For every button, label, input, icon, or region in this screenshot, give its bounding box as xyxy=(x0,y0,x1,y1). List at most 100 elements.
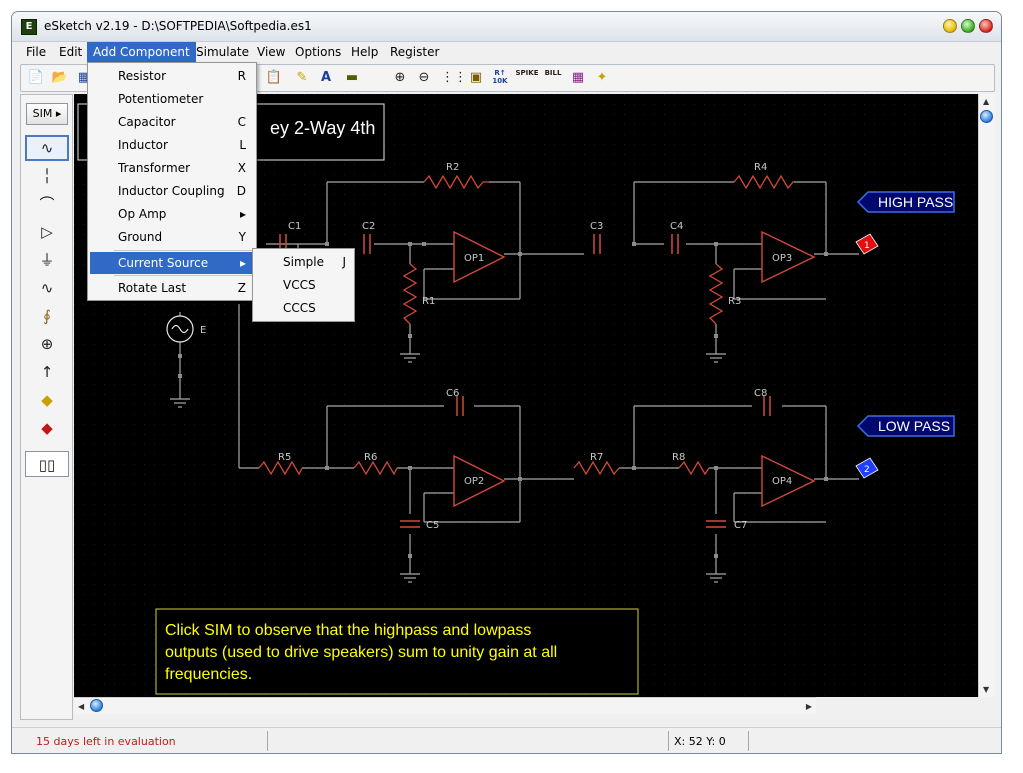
menu-item-label: Resistor xyxy=(118,69,166,83)
spike-icon[interactable]: SPIKE xyxy=(515,69,539,77)
label-r5: R5 xyxy=(278,452,291,463)
wand-icon[interactable]: ✦ xyxy=(596,70,608,85)
title-bar: E eSketch v2.19 - D:\SOFTPEDIA\Softpedia… xyxy=(12,12,1001,42)
eraser-icon[interactable]: ✎ xyxy=(296,70,308,85)
info-note-line1: Click SIM to observe that the highpass a… xyxy=(165,622,531,639)
current-source-tool-icon[interactable]: ⊕ xyxy=(40,335,54,353)
horizontal-scrollbar[interactable]: ◀ ▶ xyxy=(74,697,816,714)
menu-item-shortcut: Z xyxy=(237,281,246,295)
low-pass-tag xyxy=(856,415,955,437)
close-button[interactable] xyxy=(979,19,993,33)
resistor-tool-icon[interactable]: ∿ xyxy=(25,135,69,161)
high-pass-tag xyxy=(856,191,955,213)
info-note-line2: outputs (used to drive speakers) sum to … xyxy=(165,644,557,661)
inductor-tool-icon[interactable]: ⌒ xyxy=(39,195,55,213)
submenu-item-label: Simple xyxy=(283,255,324,269)
component-palette: SIM ▸ ∿ ╎ ⌒ ▷ ⏚ ∿ ∮ ⊕ ↑ ◆ ◆ ▯▯ xyxy=(20,94,73,720)
component-icon[interactable]: ▣ xyxy=(469,70,483,85)
menu-item-label: Inductor Coupling xyxy=(118,184,225,198)
submenu-arrow-icon: ▸ xyxy=(239,207,246,221)
potentiometer-tool-icon[interactable]: ∿ xyxy=(40,279,54,297)
opamp-tool-icon[interactable]: ▷ xyxy=(41,223,53,241)
label-r8: R8 xyxy=(672,452,685,463)
vertical-scroll-thumb[interactable] xyxy=(980,110,993,123)
submenu-item-cccs[interactable]: CCCS xyxy=(255,297,352,319)
info-note-line3: frequencies. xyxy=(165,666,252,683)
maximize-button[interactable] xyxy=(961,19,975,33)
menu-item-label: Op Amp xyxy=(118,207,167,221)
horizontal-scroll-thumb[interactable] xyxy=(90,699,103,712)
menu-view[interactable]: View xyxy=(257,45,286,59)
zoom-in-icon[interactable]: ⊕ xyxy=(394,70,406,85)
resistor-r2 xyxy=(423,174,489,190)
menu-edit[interactable]: Edit xyxy=(59,45,83,59)
note-icon[interactable]: ▬ xyxy=(345,70,359,85)
menu-item-op-amp[interactable]: Op Amp ▸ xyxy=(90,203,254,225)
low-pass-label: LOW PASS xyxy=(878,418,950,434)
book-icon[interactable]: ▦ xyxy=(571,70,585,85)
label-c1: C1 xyxy=(288,221,301,232)
label-e: E xyxy=(200,325,206,336)
label-r7: R7 xyxy=(590,452,603,463)
menu-register[interactable]: Register xyxy=(390,45,440,59)
menu-item-label: Rotate Last xyxy=(118,281,187,295)
grid-icon[interactable]: ⋮⋮ xyxy=(441,70,467,85)
app-window: E eSketch v2.19 - D:\SOFTPEDIA\Softpedia… xyxy=(11,11,1002,754)
bill-icon[interactable]: BILL xyxy=(544,69,562,77)
minimize-button[interactable] xyxy=(943,19,957,33)
rtok-icon[interactable]: R↑ 10K xyxy=(492,69,508,85)
transformer-tool-icon[interactable]: ∮ xyxy=(43,307,51,325)
probe-tool-icon[interactable]: ◆ xyxy=(41,391,53,409)
paste-icon[interactable]: 📋 xyxy=(265,70,283,85)
label-op3: OP3 xyxy=(772,253,792,264)
voltage-source-tool-icon[interactable]: ↑ xyxy=(40,363,54,381)
menu-add-component[interactable]: Add Component xyxy=(87,42,196,62)
menu-separator xyxy=(114,250,252,251)
switch-tool-icon[interactable]: ◆ xyxy=(41,419,53,437)
label-op1: OP1 xyxy=(464,253,484,264)
menu-help[interactable]: Help xyxy=(351,45,379,59)
label-c5: C5 xyxy=(426,520,439,531)
label-r1: R1 xyxy=(422,296,435,307)
text-label-icon[interactable]: A xyxy=(320,70,332,85)
capacitor-tool-icon[interactable]: ╎ xyxy=(42,167,52,185)
menu-item-potentiometer[interactable]: Potentiometer xyxy=(90,88,254,110)
menu-options[interactable]: Options xyxy=(295,45,342,59)
submenu-item-vccs[interactable]: VCCS xyxy=(255,274,352,296)
vertical-scrollbar[interactable]: ▲ ▼ xyxy=(978,94,995,697)
scroll-right-arrow-icon[interactable]: ▶ xyxy=(805,702,812,711)
menu-item-shortcut: C xyxy=(237,115,246,129)
sim-button[interactable]: SIM ▸ xyxy=(26,103,68,125)
opamp-op2 xyxy=(453,454,506,508)
label-r3: R3 xyxy=(728,296,741,307)
menu-simulate[interactable]: Simulate xyxy=(196,45,250,59)
scroll-left-arrow-icon[interactable]: ◀ xyxy=(78,702,85,711)
status-divider xyxy=(748,731,749,751)
app-icon: E xyxy=(21,19,37,35)
menu-item-rotate-last[interactable]: Rotate Last Z xyxy=(90,277,254,299)
open-folder-icon[interactable]: 📂 xyxy=(51,70,69,85)
probe-2 xyxy=(855,457,879,479)
menu-item-label: Inductor xyxy=(118,138,168,152)
menu-item-label: Potentiometer xyxy=(118,92,204,106)
label-c8: C8 xyxy=(754,388,767,399)
label-c7: C7 xyxy=(734,520,747,531)
menu-bar: File Edit Add Component Simulate View Op… xyxy=(12,42,1001,62)
bus-tool-icon[interactable]: ▯▯ xyxy=(25,451,69,477)
resistor-r5 xyxy=(258,460,303,476)
scroll-down-arrow-icon[interactable]: ▼ xyxy=(983,685,990,694)
new-file-icon[interactable]: 📄 xyxy=(27,70,45,85)
scroll-up-arrow-icon[interactable]: ▲ xyxy=(983,97,990,106)
menu-file[interactable]: File xyxy=(26,45,47,59)
menu-item-current-source[interactable]: Current Source▸ xyxy=(90,252,254,274)
zoom-out-icon[interactable]: ⊖ xyxy=(418,70,430,85)
ground-tool-icon[interactable]: ⏚ xyxy=(39,251,55,269)
